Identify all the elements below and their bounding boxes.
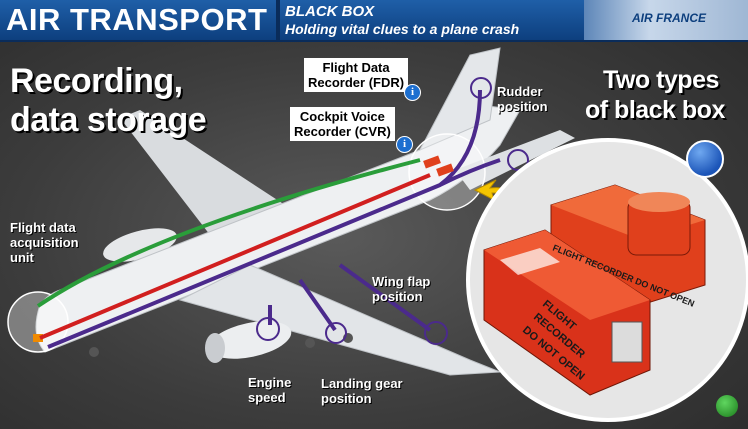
fdr-callout-line-2: Recorder (FDR) xyxy=(308,75,405,90)
fdau-label-line-2: acquisition xyxy=(10,235,79,250)
stabilizer-sensor xyxy=(507,149,529,171)
landing-gear-label-line-1: Landing gear xyxy=(321,376,403,391)
fdau-label-line-1: Flight data xyxy=(10,220,76,235)
wire-red xyxy=(39,173,431,340)
upper-engine xyxy=(103,228,177,262)
headline-line-1: Recording, xyxy=(10,62,183,100)
beacon xyxy=(611,321,643,363)
fdr-callout-line-1: Flight Data xyxy=(322,60,390,75)
wire-purple xyxy=(47,89,501,349)
upper-wing xyxy=(120,110,285,235)
afp-logo-icon xyxy=(716,395,738,417)
fdr-callout: Flight Data Recorder (FDR) xyxy=(304,58,409,92)
header-title: AIR TRANSPORT xyxy=(6,2,268,37)
engine-label-line-1: Engine xyxy=(248,375,292,390)
wing-flap-label: Wing flap position xyxy=(372,274,430,304)
drum-top xyxy=(628,192,690,212)
cvr-callout: Cockpit Voice Recorder (CVR) xyxy=(290,107,395,141)
wing-flap-label-line-2: position xyxy=(372,289,423,304)
cvr-callout-line-1: Cockpit Voice xyxy=(299,109,385,124)
engine-label: Engine speed xyxy=(248,375,291,405)
engine-intake xyxy=(205,333,225,363)
engine-sensor xyxy=(256,317,280,341)
cvr-callout-line-2: Recorder (CVR) xyxy=(294,124,391,139)
fdau-label: Flight data acquisition unit xyxy=(10,220,79,265)
types-line-2: of black box xyxy=(585,96,725,124)
header-plane-photo: AIR FRANCE xyxy=(584,0,748,40)
landing-gear-sensor xyxy=(325,322,347,344)
rudder-label-line-1: Rudder xyxy=(497,84,543,99)
nose-gear xyxy=(89,347,99,357)
header-divider xyxy=(276,0,280,40)
main-gear-left xyxy=(305,338,315,348)
wire-green xyxy=(36,158,421,308)
tail-fin xyxy=(418,47,501,152)
wing-flap-label-line-1: Wing flap xyxy=(372,274,431,289)
rudder-label-line-2: position xyxy=(497,99,548,114)
fdr-info-icon: i xyxy=(404,84,421,101)
landing-gear-label: Landing gear position xyxy=(321,376,403,406)
cvr-box xyxy=(436,163,454,177)
fdr-box xyxy=(423,155,441,169)
landing-gear-label-line-2: position xyxy=(321,391,372,406)
fdau-unit xyxy=(33,334,43,342)
fdau-label-line-3: unit xyxy=(10,250,34,265)
lower-engine xyxy=(208,321,292,359)
engine-label-line-2: speed xyxy=(248,390,286,405)
cvr-info-icon: i xyxy=(396,136,413,153)
rudder-sensor xyxy=(470,77,492,99)
headline-line-2: data storage xyxy=(10,101,207,139)
magnifier-icon xyxy=(686,140,724,178)
reflective-stripe xyxy=(500,248,560,275)
types-line-1: Two types xyxy=(603,66,719,94)
wing-flap-sensor xyxy=(424,321,448,345)
header-tagline: Holding vital clues to a plane crash xyxy=(285,21,520,37)
header-subtitle: BLACK BOX xyxy=(285,3,375,20)
header-bar: AIR TRANSPORT BLACK BOX Holding vital cl… xyxy=(0,0,748,42)
header-photo-text: AIR FRANCE xyxy=(632,11,706,25)
fdau-highlight xyxy=(7,291,69,353)
rudder-label: Rudder position xyxy=(497,84,548,114)
